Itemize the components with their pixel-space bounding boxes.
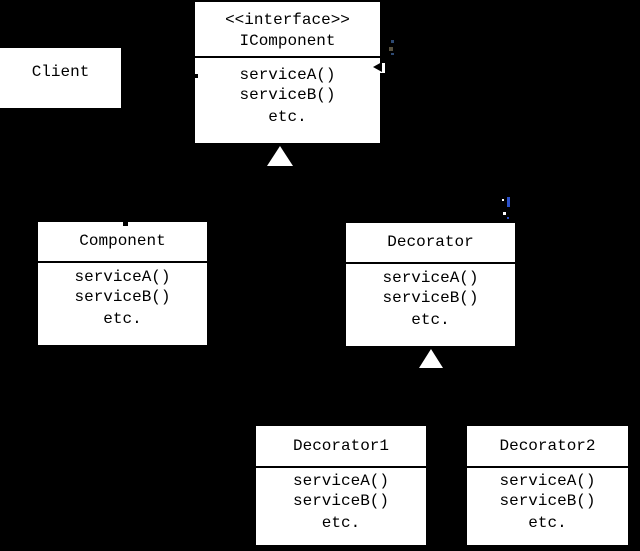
method-item: serviceB() — [292, 492, 389, 510]
line-artifact-dot — [389, 47, 393, 51]
line-artifact-dot — [507, 217, 509, 219]
method-item: serviceA() — [292, 472, 389, 490]
method-item: etc. — [268, 108, 307, 126]
methods-compartment: serviceA() serviceB() etc. — [195, 58, 380, 127]
method-item: serviceB() — [239, 86, 336, 104]
compartment-divider — [38, 261, 207, 263]
method-item: serviceB() — [74, 288, 171, 306]
method-item: serviceB() — [382, 289, 479, 307]
association-arrowhead-icon — [373, 62, 382, 72]
method-item: etc. — [528, 514, 567, 532]
generalization-arrowhead-icon — [267, 146, 293, 166]
line-end-tick — [123, 222, 128, 226]
class-box-decorator[interactable]: Decorator serviceA() serviceB() etc. — [346, 223, 515, 346]
stereotype-label: <<interface>> — [225, 11, 350, 29]
method-item: etc. — [321, 514, 361, 532]
compartment-divider — [195, 56, 380, 58]
line-artifact-dash — [507, 197, 510, 207]
method-item: serviceB() — [499, 492, 596, 510]
methods-compartment: serviceA() serviceB() etc. — [467, 468, 628, 533]
class-box-component[interactable]: Component serviceA() serviceB() etc. — [38, 222, 207, 345]
line-artifact-dot — [391, 53, 394, 55]
compartment-divider — [256, 466, 426, 468]
line-artifact-dot — [502, 199, 504, 201]
methods-compartment: serviceA() serviceB() etc. — [346, 264, 515, 330]
class-title: Decorator2 — [499, 437, 596, 455]
class-title: IComponent — [239, 32, 336, 50]
compartment-divider — [346, 262, 515, 264]
line-artifact-dot — [503, 212, 506, 215]
method-item: serviceA() — [499, 472, 596, 490]
method-item: etc. — [411, 311, 450, 329]
class-title: Component — [79, 232, 166, 250]
line-end-tick — [193, 74, 198, 78]
title-compartment: <<interface>> IComponent — [195, 2, 380, 56]
class-box-client[interactable]: Client — [0, 48, 121, 108]
method-item: serviceA() — [382, 269, 479, 287]
method-item: serviceA() — [74, 268, 171, 286]
methods-compartment: serviceA() serviceB() etc. — [256, 468, 426, 533]
class-box-decorator2[interactable]: Decorator2 serviceA() serviceB() etc. — [467, 426, 628, 545]
class-box-decorator1[interactable]: Decorator1 serviceA() serviceB() etc. — [256, 426, 426, 545]
class-title: Client — [31, 63, 90, 81]
generalization-arrowhead-icon — [419, 349, 443, 368]
class-title: Decorator — [387, 233, 474, 251]
method-item: serviceA() — [239, 66, 336, 84]
class-box-icomponent[interactable]: <<interface>> IComponent serviceA() serv… — [195, 2, 380, 143]
compartment-divider — [467, 466, 628, 468]
methods-compartment: serviceA() serviceB() etc. — [38, 263, 207, 329]
class-title: Decorator1 — [292, 437, 389, 455]
method-item: etc. — [103, 310, 142, 328]
line-artifact-dot — [391, 40, 394, 43]
